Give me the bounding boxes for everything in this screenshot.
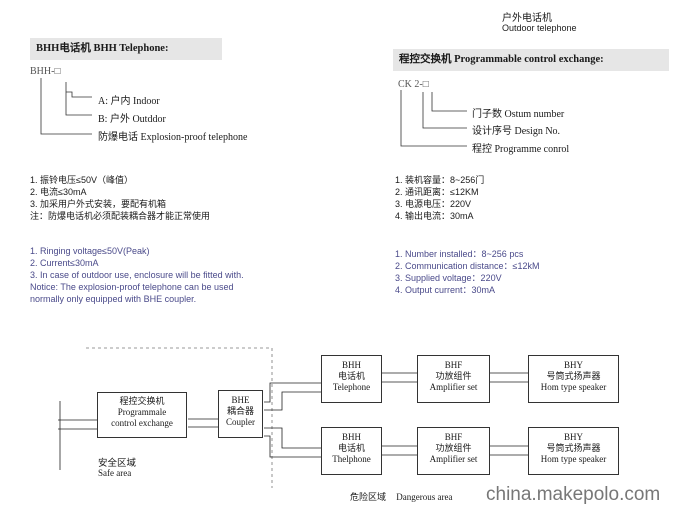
speaker-box-2: BHY 号筒式扬声器 Hom type speaker [528, 427, 619, 475]
safe-area-label-cn: 安全区域 [98, 459, 137, 469]
left-title-text: BHH电话机 BHH Telephone: [36, 43, 169, 54]
speaker-1-model: BHY [563, 360, 583, 370]
left-cn-spec-2: 2. 电流≤30mA [30, 187, 87, 197]
left-option-outdoor: B: 户外 Outddor [98, 114, 166, 125]
coupler-box: BHE 耦合器 Coupler [218, 390, 263, 438]
coupler-label-en: Coupler [226, 417, 255, 427]
left-en-specs: 1. Ringing voltage≤50V(Peak) 2. Current≤… [30, 245, 244, 305]
right-en-specs: 1. Number installed：8~256 pcs 2. Communi… [395, 248, 540, 296]
telephone-box-2: BHH 电话机 Thelphone [321, 427, 382, 475]
telephone-2-model: BHH [341, 432, 361, 442]
speaker-2-label-cn: 号筒式扬声器 [546, 443, 601, 453]
amplifier-1-model: BHF [444, 360, 463, 370]
telephone-1-label-cn: 电话机 [337, 371, 365, 381]
telephone-2-label-cn: 电话机 [337, 443, 365, 453]
exchange-box: 程控交换机 Programmale control exchange [97, 392, 187, 438]
amplifier-box-2: BHF 功放组件 Amplifier set [417, 427, 490, 475]
left-cn-spec-1: 1. 振铃电压≤50V（峰值） [30, 175, 133, 185]
right-cn-spec-1: 1. 装机容量：8~256门 [395, 175, 485, 185]
coupler-model: BHE [231, 395, 250, 405]
right-cn-spec-4: 4. 输出电流：30mA [395, 211, 474, 221]
top-note-cn: 户外电话机 [502, 13, 552, 24]
left-en-notice-1: Notice: The explosion-proof telephone ca… [30, 282, 234, 292]
right-en-spec-2: 2. Communication distance：≤12kM [395, 261, 540, 271]
exchange-label-en-1: Programmale [117, 407, 167, 417]
right-en-spec-3: 3. Supplied voltage：220V [395, 273, 502, 283]
danger-area-label: 危险区域 Dangerous area [350, 490, 453, 503]
left-title: BHH电话机 BHH Telephone: [30, 38, 222, 60]
top-note-en: Outdoor telephone [502, 23, 577, 33]
right-en-spec-4: 4. Output current：30mA [395, 285, 496, 295]
left-option-indoor: A: 户内 Indoor [98, 96, 160, 107]
telephone-1-label-en: Telephone [332, 382, 371, 392]
speaker-2-model: BHY [563, 432, 583, 442]
left-en-spec-2: 2. Current≤30mA [30, 258, 99, 268]
right-title-text: 程控交换机 Programmable control exchange: [399, 54, 604, 65]
amplifier-1-label-en: Amplifier set [429, 382, 478, 392]
left-cn-spec-3: 3. 加采用户外式安装，要配有机箱 [30, 199, 167, 209]
amplifier-2-model: BHF [444, 432, 463, 442]
exchange-label-cn: 程控交换机 [119, 396, 165, 406]
danger-area-label-cn: 危险区域 [350, 492, 387, 502]
right-cn-spec-3: 3. 电源电压：220V [395, 199, 472, 209]
speaker-box-1: BHY 号筒式扬声器 Hom type speaker [528, 355, 619, 403]
amplifier-box-1: BHF 功放组件 Amplifier set [417, 355, 490, 403]
safe-area-label-en: Safe area [98, 468, 132, 478]
danger-area-label-en: Dangerous area [396, 492, 453, 502]
left-cn-note: 注：防爆电话机必须配装耦合器才能正常使用 [30, 211, 211, 221]
telephone-2-label-en: Thelphone [332, 454, 371, 464]
safe-area-boundary [86, 347, 273, 488]
right-cn-specs: 1. 装机容量：8~256门 2. 通讯距离：≤12KM 3. 电源电压：220… [395, 174, 484, 222]
right-option-count: 门子数 Ostum number [472, 109, 565, 120]
speaker-2-label-en: Hom type speaker [540, 454, 607, 464]
right-title: 程控交换机 Programmable control exchange: [393, 49, 669, 71]
right-code: CK 2-□ [398, 79, 429, 90]
right-cn-spec-2: 2. 通讯距离：≤12KM [395, 187, 479, 197]
left-cn-specs: 1. 振铃电压≤50V（峰值） 2. 电流≤30mA 3. 加采用户外式安装，要… [30, 174, 210, 222]
right-option-program: 程控 Programme conrol [472, 144, 570, 155]
left-en-spec-3: 3. In case of outdoor use, enclosure wil… [30, 270, 244, 280]
left-en-notice-2: normally only equipped with BHE coupler. [30, 294, 197, 304]
telephone-box-1: BHH 电话机 Telephone [321, 355, 382, 403]
speaker-1-label-cn: 号筒式扬声器 [546, 371, 601, 381]
telephone-1-model: BHH [341, 360, 361, 370]
amplifier-2-label-en: Amplifier set [429, 454, 478, 464]
coupler-label-cn: 耦合器 [226, 406, 254, 416]
left-en-spec-1: 1. Ringing voltage≤50V(Peak) [30, 246, 150, 256]
speaker-1-label-en: Hom type speaker [540, 382, 607, 392]
amplifier-1-label-cn: 功放组件 [435, 371, 472, 381]
left-option-explosion-proof: 防爆电话 Explosion-proof telephone [98, 132, 248, 143]
right-option-design: 设计序号 Design No. [472, 126, 561, 137]
right-en-spec-1: 1. Number installed：8~256 pcs [395, 249, 524, 259]
left-code: BHH-□ [30, 66, 61, 77]
amplifier-2-label-cn: 功放组件 [435, 443, 472, 453]
watermark: china.makepolo.com [486, 484, 661, 505]
exchange-label-en-2: control exchange [111, 418, 173, 428]
